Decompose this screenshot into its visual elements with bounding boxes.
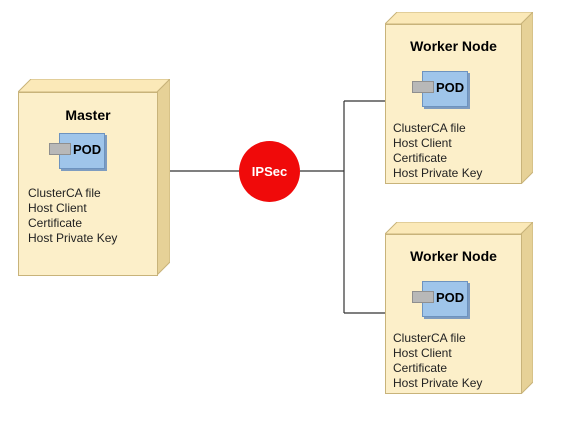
pod-label: POD <box>73 142 102 157</box>
master-node: Master POD ClusterCA file Host Client Ce… <box>18 79 170 277</box>
pod-tab <box>412 291 434 303</box>
worker2-node-body: Worker Node POD ClusterCA file Host Clie… <box>385 234 522 394</box>
info-line: Host Private Key <box>393 166 483 180</box>
worker1-node-title: Worker Node <box>410 38 497 54</box>
pod-tab <box>49 143 71 155</box>
info-line: Host Client <box>28 201 87 215</box>
worker1-info: ClusterCA file Host Client Certificate H… <box>393 121 482 181</box>
master-node-3d-edges <box>18 79 170 277</box>
master-node-title: Master <box>65 107 111 123</box>
worker-node-1: Worker Node POD ClusterCA file Host Clie… <box>385 12 533 184</box>
master-info: ClusterCA file Host Client Certificate H… <box>28 186 117 246</box>
worker2-node-title: Worker Node <box>410 248 497 264</box>
pod-tab <box>412 81 434 93</box>
info-line: Certificate <box>393 361 448 375</box>
info-line: Host Private Key <box>28 231 118 245</box>
master-node-body: Master POD ClusterCA file Host Client Ce… <box>18 92 158 276</box>
worker1-pod: POD <box>412 71 468 107</box>
info-line: ClusterCA file <box>28 186 101 200</box>
worker1-node-3d-edges <box>385 12 533 184</box>
worker2-node-3d-edges <box>385 222 533 394</box>
info-line: Host Client <box>393 346 452 360</box>
info-line: Host Client <box>393 136 452 150</box>
info-line: Host Private Key <box>393 376 483 390</box>
worker2-pod: POD <box>412 281 468 317</box>
info-line: Certificate <box>28 216 83 230</box>
worker1-node-body: Worker Node POD ClusterCA file Host Clie… <box>385 24 522 184</box>
info-line: Certificate <box>393 151 448 165</box>
master-pod: POD <box>49 133 105 169</box>
info-line: ClusterCA file <box>393 121 466 135</box>
pod-label: POD <box>436 80 465 95</box>
ipsec-badge: IPSec <box>239 141 300 202</box>
info-line: ClusterCA file <box>393 331 466 345</box>
worker2-info: ClusterCA file Host Client Certificate H… <box>393 331 482 391</box>
worker-node-2: Worker Node POD ClusterCA file Host Clie… <box>385 222 533 394</box>
pod-label: POD <box>436 290 465 305</box>
